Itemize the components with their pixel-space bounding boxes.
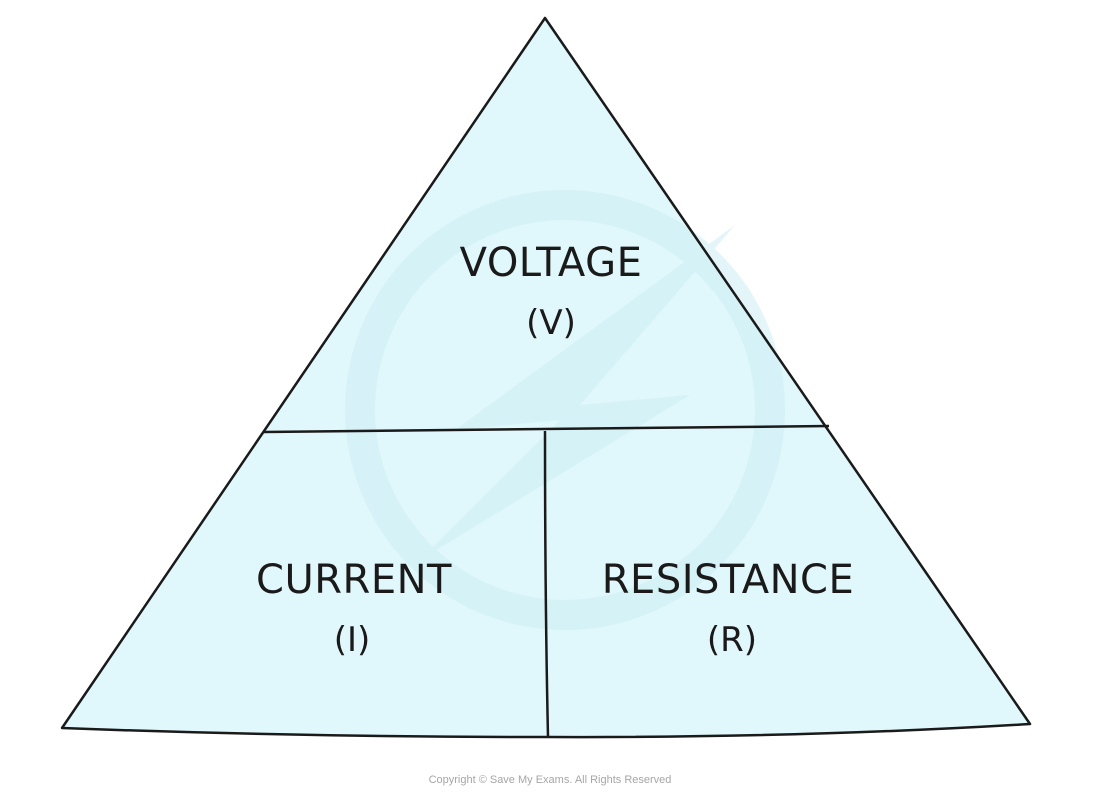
voltage-symbol: (V)	[526, 303, 576, 343]
resistance-label: RESISTANCE	[602, 557, 854, 603]
watermark-logo-icon	[345, 190, 785, 630]
vertical-divider	[543, 430, 550, 738]
current-label: CURRENT	[256, 557, 452, 603]
resistance-symbol: (R)	[707, 620, 757, 660]
horizontal-divider	[263, 424, 830, 434]
voltage-label: VOLTAGE	[460, 240, 643, 286]
current-symbol: (I)	[334, 620, 371, 660]
copyright-notice: Copyright © Save My Exams. All Rights Re…	[428, 774, 672, 786]
